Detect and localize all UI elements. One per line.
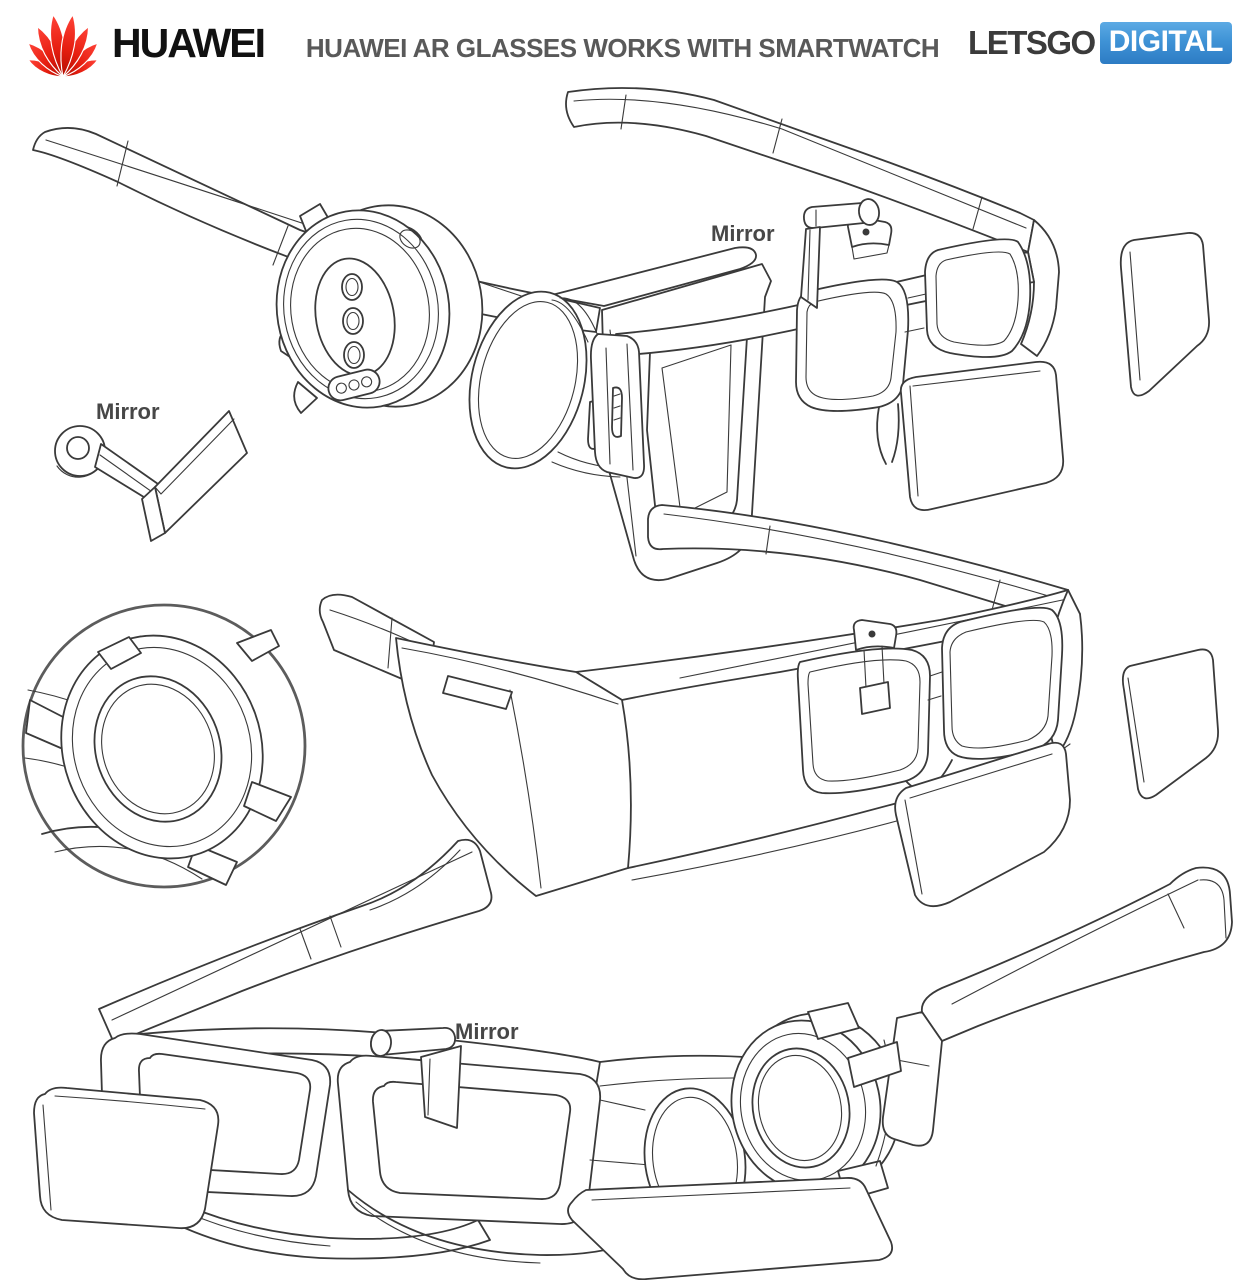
huawei-wordmark: HUAWEI	[112, 19, 266, 66]
fig2-glasses-assembled	[318, 504, 1084, 897]
huawei-logo: HUAWEI	[22, 6, 266, 80]
page-title: HUAWEI AR GLASSES WORKS WITH SMARTWATCH	[305, 33, 940, 63]
mirror-label-left: Mirror	[96, 399, 160, 424]
mirror-label-top: Mirror	[711, 221, 775, 246]
fig3-mirror-part	[370, 1027, 462, 1129]
digital-badge: DIGITAL	[1099, 22, 1232, 64]
fig1-glasses-frame	[468, 87, 1060, 479]
letsgo-text: LETSGO	[968, 24, 1096, 61]
mirror-label-bottom: Mirror	[455, 1019, 519, 1044]
fig3-temple-arm-left	[98, 838, 493, 1044]
fig1-mirror-detached	[54, 410, 248, 542]
fig2-display-lenses	[894, 648, 1219, 908]
fig1-smartwatch-back	[275, 203, 484, 414]
fig2-detail-circle	[21, 603, 307, 889]
fig1-mirror-part	[800, 198, 880, 309]
fig1-display-lenses	[899, 232, 1210, 512]
fig3-temple-arm-right	[847, 866, 1233, 1147]
letsgodigital-logo: LETSGO DIGITAL	[968, 22, 1232, 64]
fig3-display-lenses	[33, 1086, 894, 1280]
